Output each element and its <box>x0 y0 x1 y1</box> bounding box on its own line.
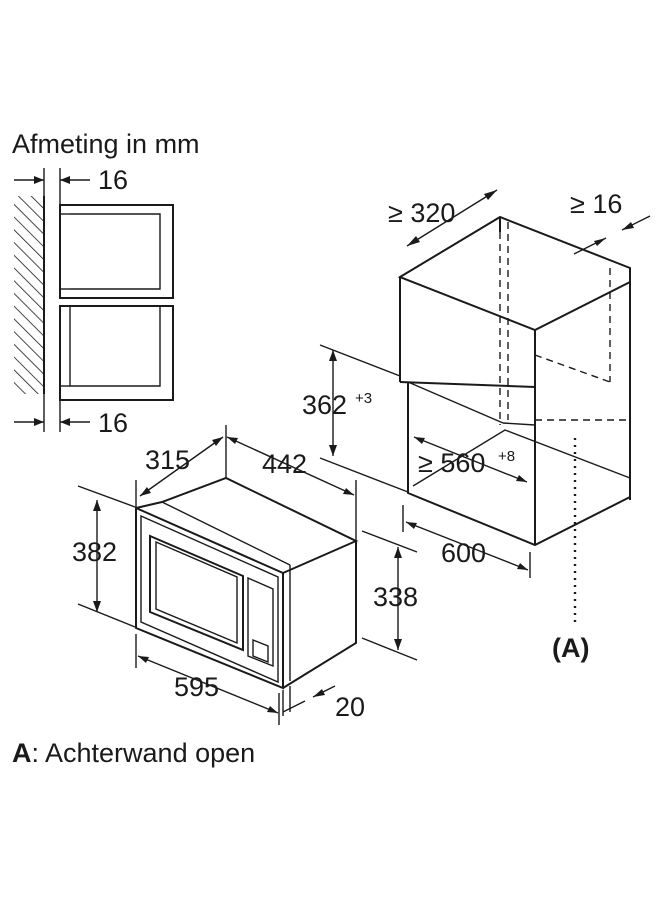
cabinet-depth-dimension <box>402 505 531 578</box>
cabinet-depth-600-label: 600 <box>441 538 486 568</box>
opening-height-tolerance: +3 <box>355 390 372 407</box>
opening-height-label: 362 <box>302 390 347 420</box>
cabinet-depth-label: ≥ 320 <box>388 198 455 228</box>
legend-text: A: Achterwand open <box>12 738 255 768</box>
side-gap-bottom-label: 16 <box>98 408 128 438</box>
body-width-dimension <box>226 436 357 541</box>
legend-key: A <box>12 738 32 768</box>
appliance-frame-height-label: 382 <box>72 537 117 567</box>
opening-height-dimension <box>319 344 409 493</box>
rear-open-marker: (A) <box>552 633 589 663</box>
frame-width-dimension <box>135 634 280 725</box>
cabinet-drawing <box>397 215 631 625</box>
appliance-frame-width-label: 595 <box>174 672 219 702</box>
diagram-title: Afmeting in mm <box>12 129 200 159</box>
side-view <box>14 168 174 432</box>
side-gap-dimension <box>573 215 651 255</box>
body-height-dimension <box>361 530 418 661</box>
appliance-body-height-label: 338 <box>373 582 418 612</box>
wall-hatch <box>14 196 44 394</box>
legend-description: : Achterwand open <box>32 738 256 768</box>
frame-thickness-dimension <box>282 685 336 716</box>
opening-width-dimension <box>413 436 528 483</box>
opening-width-tolerance: +8 <box>498 448 515 465</box>
opening-width-label: ≥ 560 <box>418 448 485 478</box>
frame-depth-dimension <box>135 425 227 508</box>
depth-dimension <box>406 189 498 247</box>
side-gap-top-label: 16 <box>98 165 128 195</box>
frame-height-dimension <box>77 485 136 628</box>
appliance-frame-thickness-label: 20 <box>335 692 365 722</box>
appliance-drawing <box>135 476 359 690</box>
cabinet-side-gap-label: ≥ 16 <box>570 189 622 219</box>
appliance-width-label: 442 <box>262 449 307 479</box>
appliance-depth-label: 315 <box>145 445 190 475</box>
